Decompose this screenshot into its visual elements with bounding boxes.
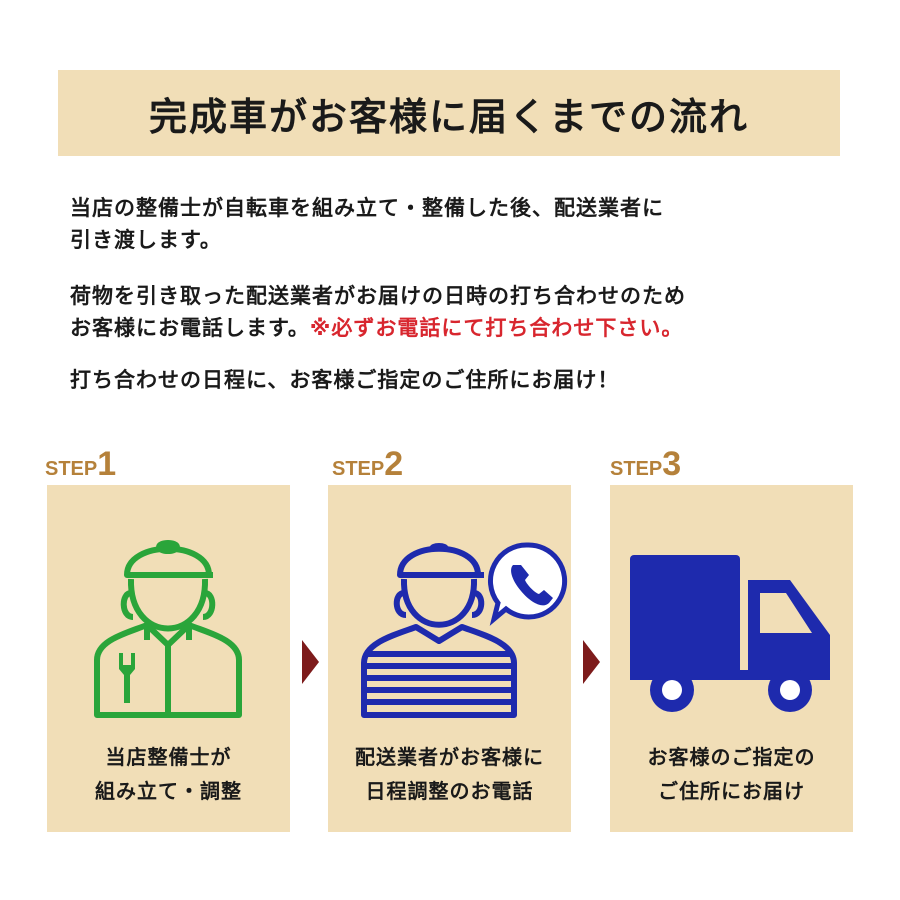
intro-p1-line1: 当店の整備士が自転車を組み立て・整備した後、配送業者に	[70, 196, 664, 220]
intro-p1-line2: 引き渡します。	[70, 228, 222, 252]
step-2-word: STEP	[332, 458, 385, 480]
step-1-word: STEP	[45, 458, 98, 480]
step-1-card: 当店整備士が 組み立て・調整	[47, 485, 290, 832]
step-3-caption-line2: ご住所にお届け	[658, 779, 805, 803]
step-1-caption-line2: 組み立て・調整	[95, 779, 242, 803]
step-arrow-2-to-3	[583, 640, 600, 684]
intro-p2-line2: お客様にお電話します。※必ずお電話にて打ち合わせ下さい。	[70, 312, 686, 344]
step-3-caption: お客様のご指定の ご住所にお届け	[610, 740, 853, 808]
step-3-card: お客様のご指定の ご住所にお届け	[610, 485, 853, 832]
step-1-number: 1	[97, 445, 117, 483]
page-title: 完成車がお客様に届くまでの流れ	[148, 94, 749, 139]
step-1-caption-line1: 当店整備士が	[105, 745, 232, 769]
step-3-label: STEP3	[610, 445, 681, 484]
step-1-label: STEP1	[45, 445, 116, 484]
mechanic-wrench-icon	[94, 540, 242, 718]
step-2-caption: 配送業者がお客様に 日程調整のお電話	[328, 740, 571, 808]
intro-paragraph-3: 打ち合わせの日程に、お客様ご指定のご住所にお届け！	[70, 368, 620, 392]
step-2-card: 配送業者がお客様に 日程調整のお電話	[328, 485, 571, 832]
step-2-label: STEP2	[332, 445, 403, 484]
phone-warning-text: ※必ずお電話にて打ち合わせ下さい。	[309, 316, 684, 340]
delivery-truck-icon	[630, 555, 830, 712]
step-arrow-1-to-2	[302, 640, 319, 684]
step-2-caption-line2: 日程調整のお電話	[365, 779, 534, 803]
step-3-number: 3	[662, 445, 682, 483]
step-3-word: STEP	[610, 458, 663, 480]
step-3-caption-line1: お客様のご指定の	[647, 745, 816, 769]
delivery-person-phone-icon	[361, 542, 568, 718]
step-2-caption-line1: 配送業者がお客様に	[355, 745, 544, 769]
intro-p2-line1: 荷物を引き取った配送業者がお届けの日時の打ち合わせのため	[70, 284, 686, 308]
intro-p2-line2-text: お客様にお電話します。	[70, 316, 310, 340]
step-1-caption: 当店整備士が 組み立て・調整	[47, 740, 290, 808]
intro-paragraph-1: 当店の整備士が自転車を組み立て・整備した後、配送業者に 引き渡します。	[70, 192, 664, 256]
intro-paragraph-2: 荷物を引き取った配送業者がお届けの日時の打ち合わせのため お客様にお電話します。…	[70, 280, 686, 344]
title-banner: 完成車がお客様に届くまでの流れ	[58, 70, 840, 156]
step-2-number: 2	[384, 445, 404, 483]
